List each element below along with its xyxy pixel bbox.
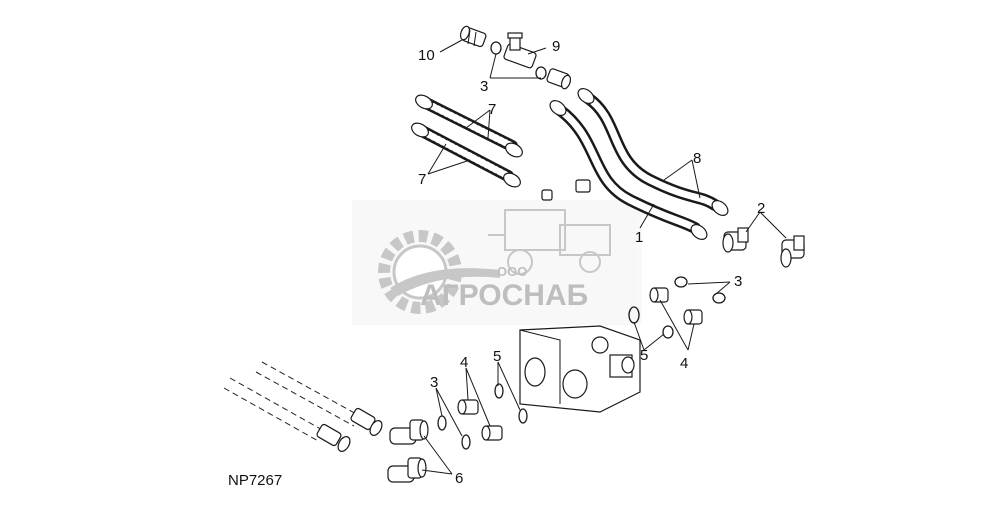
callout-10: 10 [418, 47, 435, 64]
long-hose-upper [255, 361, 383, 436]
callout-7-top: 7 [488, 101, 496, 118]
watermark: ООО АГРОСНАБ [352, 200, 642, 325]
callout-5-right: 5 [640, 347, 648, 364]
hose-7-lower [411, 122, 521, 188]
elbow-2-left [722, 227, 749, 253]
callout-5-lower: 5 [493, 348, 501, 365]
callout-7-bottom: 7 [418, 171, 426, 188]
long-hose-lower [223, 377, 351, 452]
callout-4-lower: 4 [460, 354, 468, 371]
callout-4-right: 4 [680, 355, 688, 372]
tee-fitting-9 [503, 32, 537, 69]
watermark-prefix: ООО [497, 264, 527, 279]
connectors-4-right [649, 287, 703, 325]
callout-3-top: 3 [480, 78, 488, 95]
gear-icon [378, 230, 500, 314]
leader-lines [421, 39, 787, 475]
elbow-2-right [780, 235, 805, 268]
hose-8 [577, 88, 729, 216]
orings-3-right [628, 276, 726, 339]
adapter-3 [546, 68, 572, 90]
callout-1: 1 [635, 229, 643, 246]
valve-body [519, 325, 641, 413]
hose-1 [549, 100, 708, 240]
callout-6: 6 [455, 470, 463, 487]
callouts: 10 9 3 7 7 8 1 2 3 4 5 3 4 5 6 [418, 38, 765, 487]
callout-8: 8 [693, 150, 701, 167]
connectors-4-lower [457, 399, 503, 441]
fitting-10 [459, 25, 487, 48]
callout-3-lower: 3 [430, 374, 438, 391]
figure-id: NP7267 [228, 472, 282, 489]
callout-3-right: 3 [734, 273, 742, 290]
small-fittings-mid [541, 179, 591, 201]
watermark-brand: АГРОСНАБ [420, 279, 588, 312]
callout-9: 9 [552, 38, 560, 55]
tractor-icon [488, 209, 611, 275]
callout-2: 2 [757, 200, 765, 217]
elbows-6 [387, 419, 429, 483]
